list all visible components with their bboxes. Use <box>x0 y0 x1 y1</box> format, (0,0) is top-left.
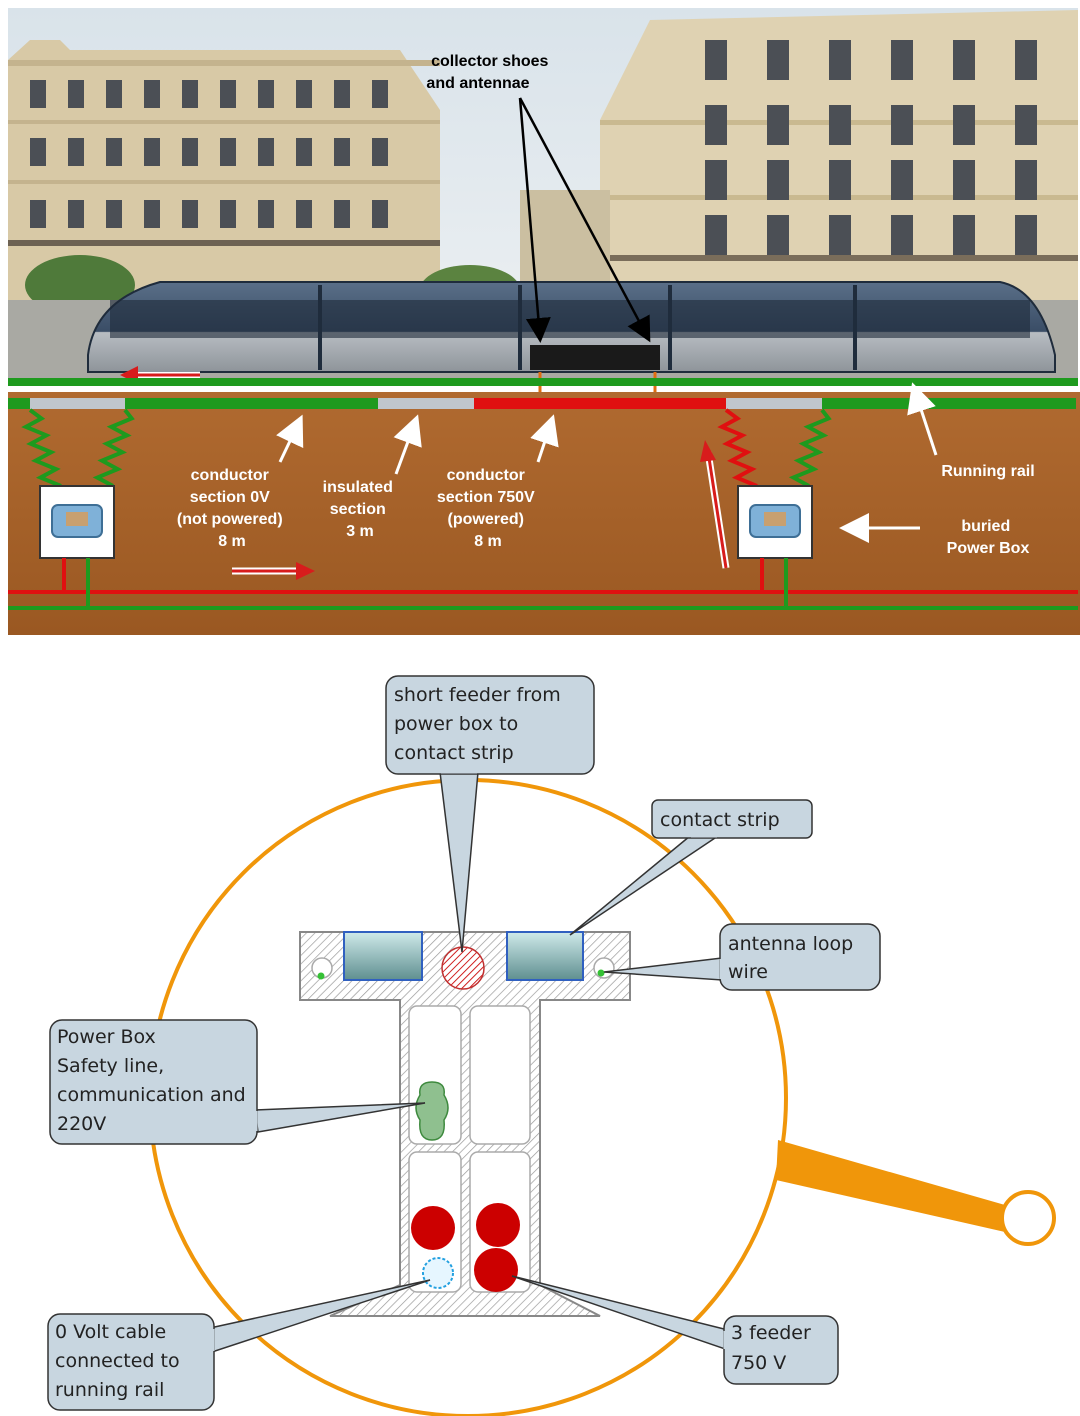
svg-text:Power Box Safety line,: Power Box Safety line, communication and… <box>57 1026 252 1135</box>
window <box>372 138 388 166</box>
window <box>1015 40 1037 80</box>
window <box>68 80 84 108</box>
window <box>891 105 913 145</box>
window <box>705 40 727 80</box>
collector-pointers <box>518 97 651 343</box>
coil <box>21 408 62 488</box>
window <box>30 80 46 108</box>
current-flow-arrow <box>232 562 315 580</box>
window <box>30 200 46 228</box>
buried-feeders <box>8 558 1078 610</box>
window <box>829 40 851 80</box>
window <box>705 160 727 200</box>
window <box>68 200 84 228</box>
window <box>144 80 160 108</box>
label-pointers <box>276 382 938 543</box>
tram <box>87 281 1056 373</box>
window <box>296 200 312 228</box>
power-box-left <box>39 485 115 559</box>
soil <box>8 392 1080 635</box>
contact-strip-left <box>343 931 423 981</box>
window <box>767 105 789 145</box>
window <box>829 215 851 255</box>
window <box>891 215 913 255</box>
antenna-wire-left <box>317 972 325 980</box>
running-rail-line <box>8 378 1078 386</box>
svg-text:3 feeder 750 V: 3 feeder 750 V <box>731 1322 817 1374</box>
window <box>705 105 727 145</box>
window <box>891 160 913 200</box>
window <box>372 80 388 108</box>
conductor-0v-label: conductor section 0V (not powered) 8 m <box>177 467 287 550</box>
window <box>829 105 851 145</box>
coil <box>717 408 758 488</box>
window <box>372 200 388 228</box>
window <box>220 200 236 228</box>
window <box>705 215 727 255</box>
building-windows <box>30 40 1037 255</box>
callout-short-feeder: short feeder from power box to contact s… <box>385 675 595 953</box>
insulated-label: insulated section 3 m <box>323 479 398 540</box>
window <box>891 40 913 80</box>
window <box>296 138 312 166</box>
window <box>767 160 789 200</box>
window <box>767 215 789 255</box>
antenna-wire-right <box>597 969 605 977</box>
contact-strip-right <box>506 931 584 981</box>
zero-volt-cable <box>422 1257 454 1289</box>
window <box>953 215 975 255</box>
window <box>106 200 122 228</box>
window <box>334 138 350 166</box>
window <box>953 105 975 145</box>
window <box>334 200 350 228</box>
window <box>68 138 84 166</box>
window <box>334 80 350 108</box>
window <box>106 138 122 166</box>
street-scene <box>8 8 1078 384</box>
window <box>953 160 975 200</box>
power-box-label: buried Power Box <box>947 518 1030 557</box>
window <box>1015 105 1037 145</box>
conductor-strip <box>8 398 1076 409</box>
feeder-coils <box>21 408 832 488</box>
window <box>182 138 198 166</box>
coil <box>788 408 832 488</box>
power-box-line-cable <box>415 1081 449 1141</box>
callout-power-box-line: Power Box Safety line, communication and… <box>49 1019 426 1145</box>
svg-text:short feeder from power: short feeder from power box to contact s… <box>394 684 567 764</box>
window <box>953 40 975 80</box>
callout-contact-strip: contact strip <box>569 799 813 936</box>
window <box>767 40 789 80</box>
window <box>1015 160 1037 200</box>
running-rail-label: Running rail <box>941 463 1034 480</box>
window <box>829 160 851 200</box>
conductor-750v-label: conductor section 750V (powered) 8 m <box>437 467 539 550</box>
window <box>182 80 198 108</box>
svg-text:contact strip: contact strip <box>660 809 780 831</box>
power-box-right <box>737 485 813 559</box>
window <box>106 80 122 108</box>
window <box>144 200 160 228</box>
callout-antenna: antenna loop wire <box>603 923 881 991</box>
window <box>258 138 274 166</box>
svg-text:0 Volt cable connected t: 0 Volt cable connected to running rail <box>55 1321 186 1401</box>
coil <box>92 408 135 488</box>
window <box>30 138 46 166</box>
window <box>258 80 274 108</box>
window <box>258 200 274 228</box>
callout-feeder: 3 feeder 750 V <box>511 1275 839 1385</box>
window <box>220 138 236 166</box>
feeder-cables <box>411 1203 520 1292</box>
window <box>1015 215 1037 255</box>
window <box>220 80 236 108</box>
window <box>182 200 198 228</box>
short-feeder-cable <box>441 946 485 990</box>
current-up-arrow <box>700 440 730 569</box>
collector-label: collector shoes and antennae <box>426 53 552 92</box>
window <box>296 80 312 108</box>
svg-text:antenna loop wire: antenna loop wire <box>728 933 859 983</box>
window <box>144 138 160 166</box>
callout-zero-volt: 0 Volt cable connected to running rail <box>47 1279 431 1411</box>
